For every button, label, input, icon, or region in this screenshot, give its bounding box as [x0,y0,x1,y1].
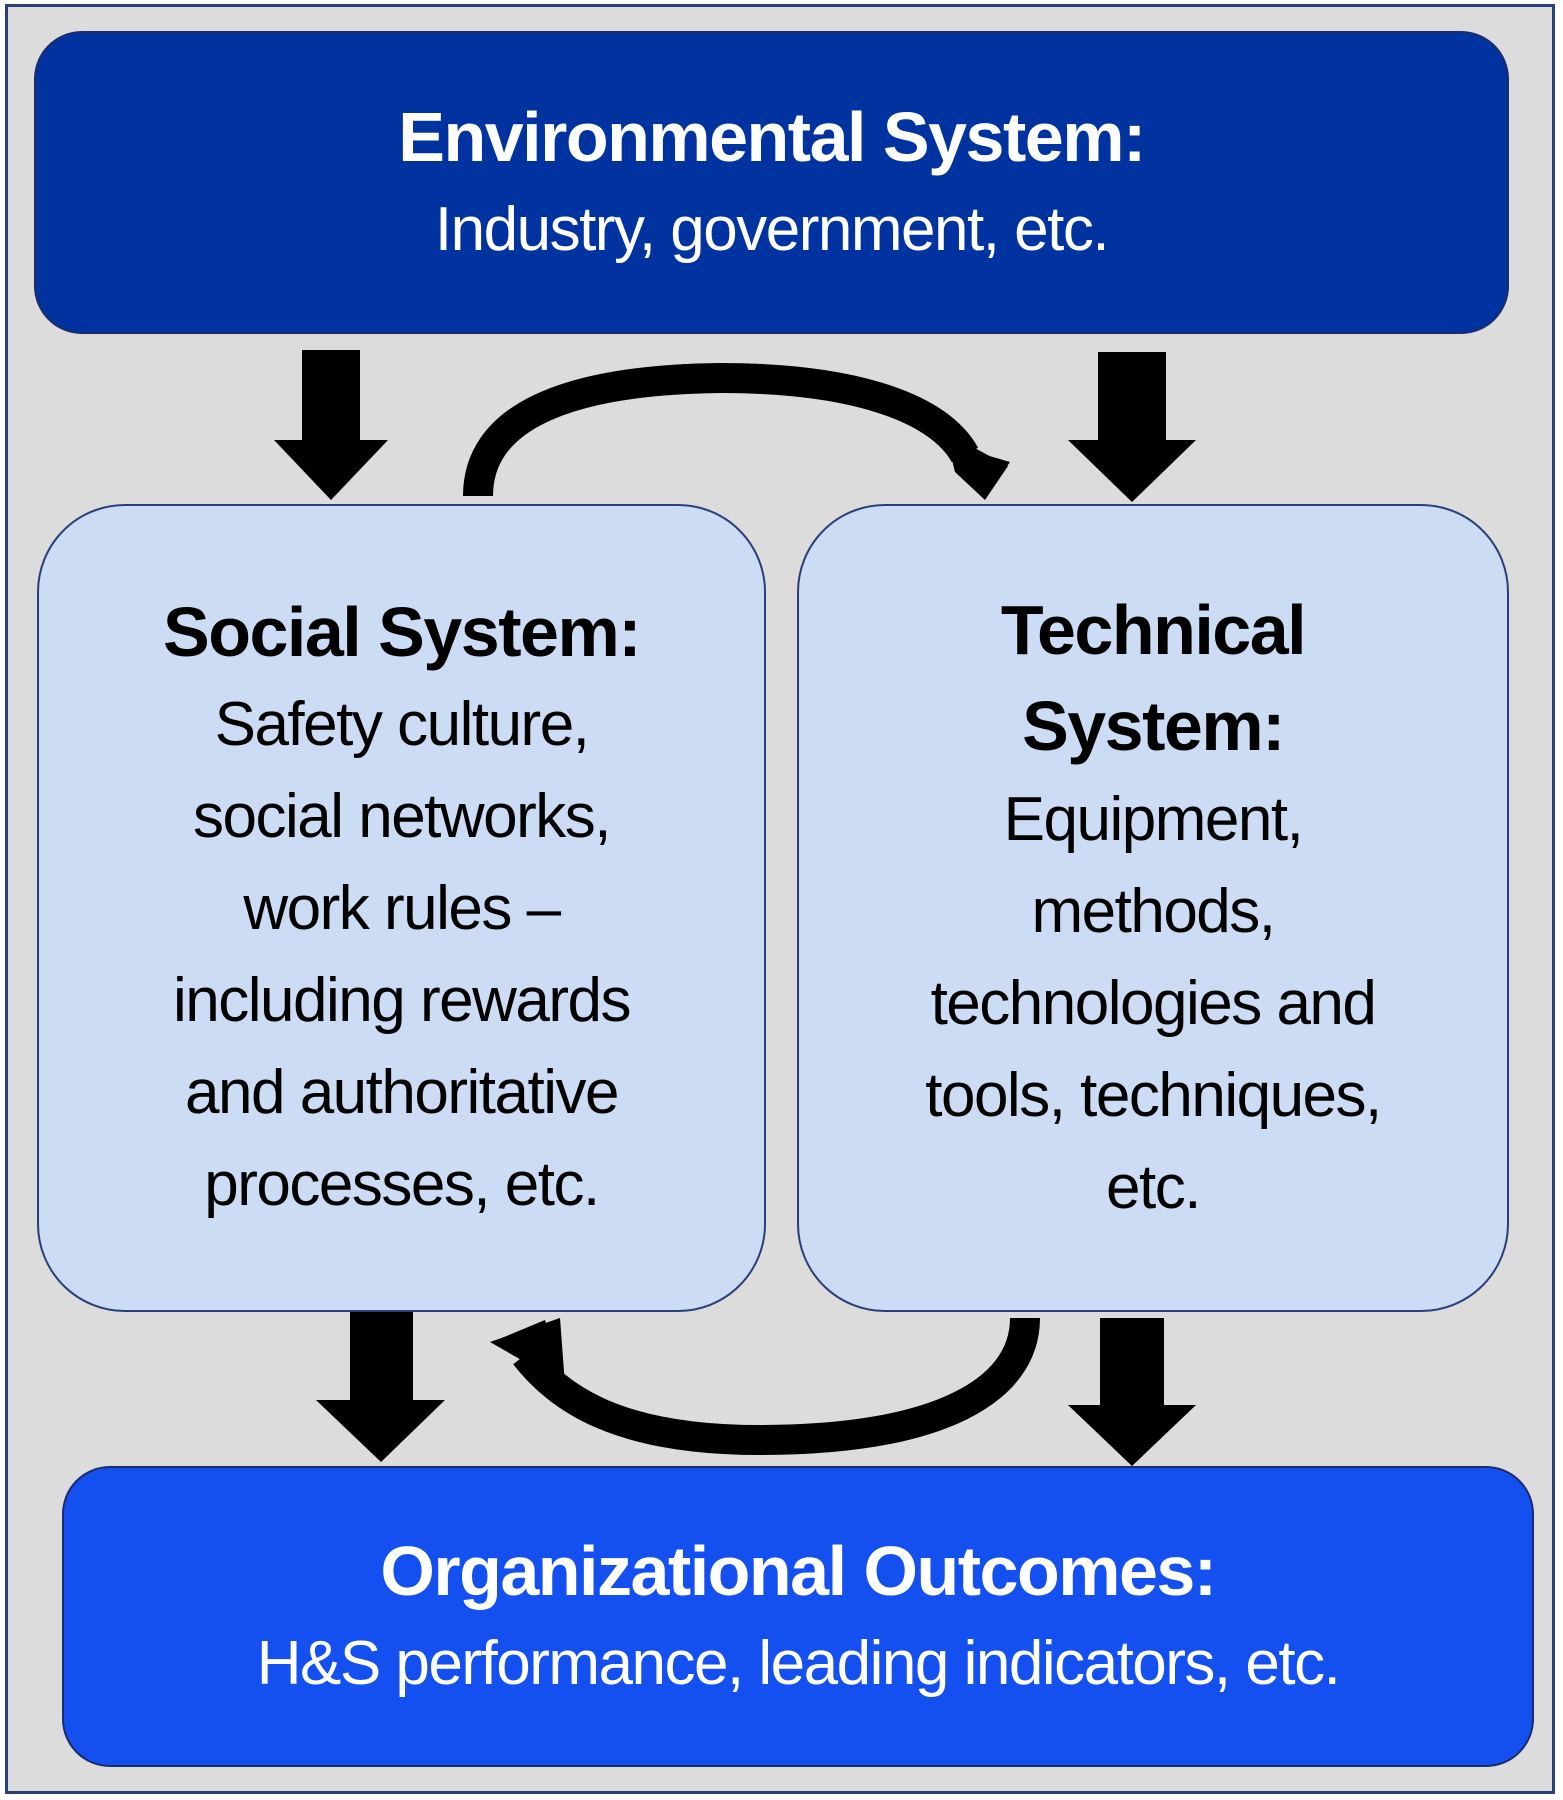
social-system-box: Social System: Safety culture, social ne… [37,504,766,1312]
arrow-env-to-technical [1068,352,1196,502]
technical-body: Equipment, methods, technologies and too… [925,785,1382,1222]
outcomes-title: Organizational Outcomes: [380,1531,1217,1610]
arrow-social-to-outcomes [316,1312,445,1462]
arrow-env-to-social [274,350,388,500]
social-title: Social System: [163,593,642,671]
environmental-title: Environmental System: [398,97,1146,176]
social-body: Safety culture, social networks, work ru… [173,690,631,1219]
arrow-technical-to-social-head-tip [490,1318,565,1385]
arrow-technical-to-outcomes [1068,1318,1196,1466]
outcomes-subtitle: H&S performance, leading indicators, etc… [256,1628,1341,1698]
environmental-system-box: Environmental System: Industry, governme… [34,31,1509,334]
arrow-social-to-technical-curve [463,362,979,497]
technical-system-box: Technical System: Equipment, methods, te… [797,504,1509,1312]
environmental-subtitle: Industry, government, etc. [434,194,1110,264]
organizational-outcomes-box: Organizational Outcomes: H&S performance… [62,1466,1534,1767]
technical-title: Technical System: [1000,591,1307,765]
arrow-technical-to-social-curve [513,1317,1040,1456]
arrow-social-to-technical-head-tip [935,440,1010,498]
